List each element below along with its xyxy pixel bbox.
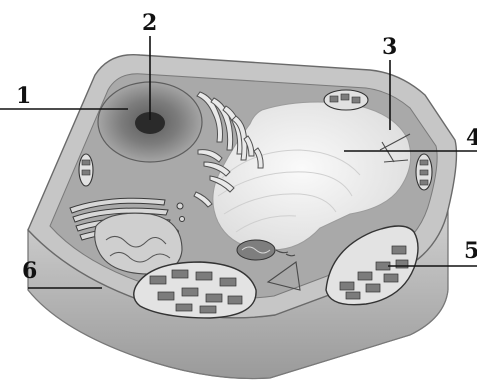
label-1: 1 bbox=[16, 83, 31, 109]
label-4: 4 bbox=[466, 125, 477, 151]
chloroplast-top-right bbox=[324, 90, 368, 110]
chloroplast-right bbox=[416, 154, 432, 190]
chloroplast-bottom-left bbox=[134, 262, 256, 318]
label-5: 5 bbox=[464, 238, 477, 264]
small-mitochondrion bbox=[237, 240, 275, 260]
label-3: 3 bbox=[382, 34, 397, 60]
chloroplast-left bbox=[79, 154, 93, 186]
label-6: 6 bbox=[22, 258, 37, 284]
label-2: 2 bbox=[142, 10, 157, 36]
